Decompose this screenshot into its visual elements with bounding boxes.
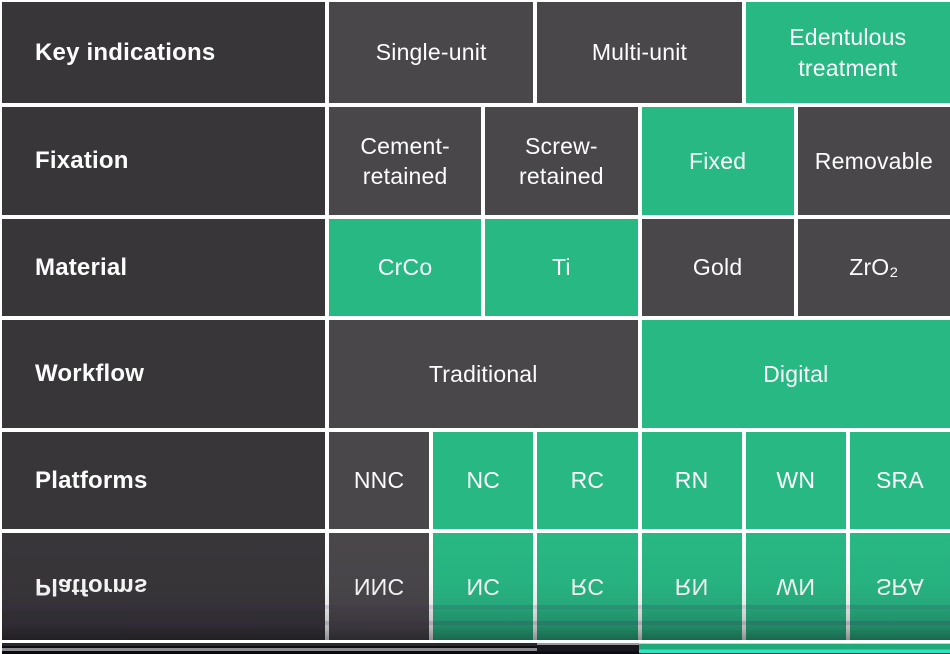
cell-single-unit: Single-unit [329,2,534,103]
row-label-text: Workflow [35,360,145,388]
cell-screw-retained: Screw-retained [485,107,638,215]
cell-text: RN [674,467,709,494]
row-label-text: Material [35,253,128,281]
row-label-fixation: Fixation [2,107,325,215]
cell-text: RC [570,467,605,494]
cell-sra: SRA [849,432,950,529]
cell-digital: Digital [641,320,950,428]
cell-text: WN [776,573,816,600]
row-label-key-indications: Key indications [2,2,325,103]
cell-text: CrCo [377,254,433,281]
table-row-platforms: Platforms NNC NC RC RN WN SRA [2,533,950,640]
cell-nc: NC [433,432,534,529]
bottom-strip-navy-segment [537,643,639,654]
table-row-workflow: Workflow Traditional Digital [2,320,950,428]
row-label-platforms: Platforms [2,432,325,529]
cell-text: WN [776,467,816,494]
cell-rn: RN [641,533,742,640]
cell-text: Edentulous treatment [789,24,907,81]
cell-multi-unit: Multi-unit [537,2,742,103]
table-reflection-mirrored-row: Platforms NNC NC RC RN WN SRA [2,533,950,640]
cell-text: Multi-unit [591,39,688,66]
cell-text: NC [466,573,501,600]
cell-text: SRA [875,573,924,600]
cell-rc: RC [537,432,638,529]
cell-text: Fixed [689,147,747,174]
cell-zro: ZrO₂ [797,219,950,316]
cell-traditional: Traditional [329,320,638,428]
cell-wn: WN [745,533,846,640]
cell-text: Cement-retained [360,132,450,189]
cell-nnc: NNC [329,432,430,529]
cell-text: RC [570,573,605,600]
table-reflection: Platforms NNC NC RC RN WN SRA [2,533,950,640]
bottom-fade-strip [2,643,950,654]
cell-rc: RC [537,533,638,640]
cell-ti: Ti [485,219,638,316]
cell-text: Screw-retained [519,132,604,189]
cell-text: Single-unit [375,39,487,66]
cell-text: RN [674,573,709,600]
cell-text: Traditional [428,360,538,387]
row-label-text: Key indications [35,38,216,66]
row-label-text: Platforms [35,573,148,601]
row-label-material: Material [2,219,325,316]
cell-edentulous-treatment: Edentulous treatment [745,2,950,103]
row-label-workflow: Workflow [2,320,325,428]
cell-removable: Removable [797,107,950,215]
cell-nnc: NNC [329,533,430,640]
cell-text: Gold [692,254,743,281]
bottom-strip-dark-segment [2,643,537,654]
row-label-platforms: Platforms [2,533,325,640]
row-label-text: Platforms [35,466,148,494]
cell-rn: RN [641,432,742,529]
cell-nc: NC [433,533,534,640]
cell-text: Ti [552,254,571,281]
bottom-strip-green-cyan-segment [639,643,950,654]
cell-text: Removable [814,147,933,174]
table-rows: Key indications Single-unit Multi-unit Eden… [2,2,950,529]
table-row-material: Material CrCo Ti Gold ZrO₂ [2,219,950,316]
table-row-key-indications: Key indications Single-unit Multi-unit Eden… [2,2,950,103]
cell-text: NC [466,467,501,494]
reflection-bottom-separator [2,640,950,643]
cell-wn: WN [745,432,846,529]
cell-cement-retained: Cement-retained [329,107,482,215]
cell-text: ZrO₂ [849,254,899,281]
table-row-platforms: Platforms NNC NC RC RN WN SRA [2,432,950,529]
cell-fixed: Fixed [641,107,794,215]
cell-text: Digital [763,360,829,387]
cell-gold: Gold [641,219,794,316]
cell-crco: CrCo [329,219,482,316]
cell-sra: SRA [849,533,950,640]
table-row-fixation: Fixation Cement-retained Screw-retained Fix… [2,107,950,215]
row-label-text: Fixation [35,147,129,175]
cell-text: NNC [353,467,405,494]
cell-text: NNC [353,573,405,600]
cell-text: SRA [875,467,924,494]
